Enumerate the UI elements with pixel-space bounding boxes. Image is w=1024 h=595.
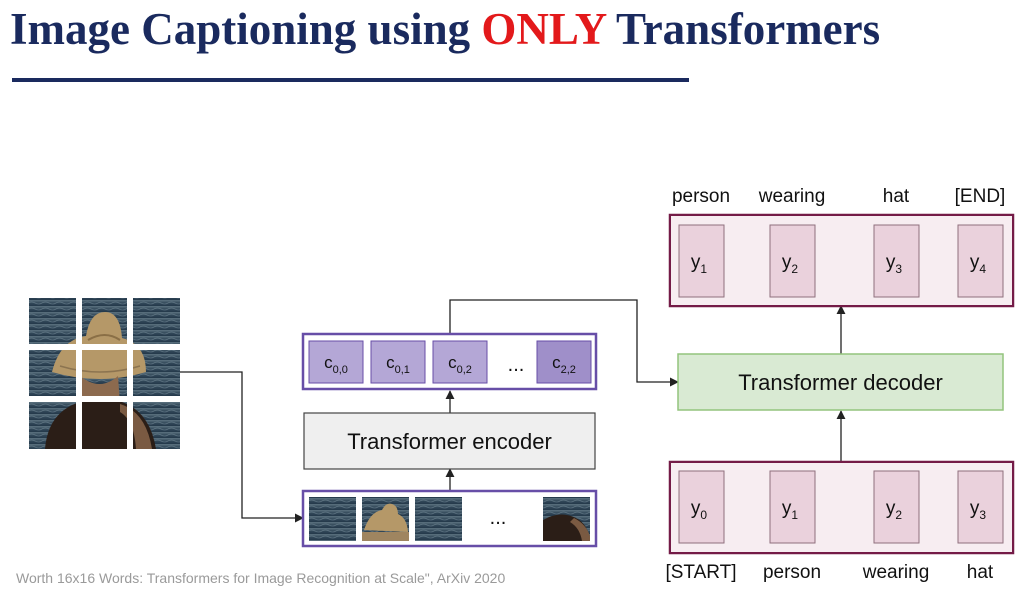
title-part-1: Image Captioning using (10, 4, 482, 54)
patch-sequence: ... (301, 489, 598, 548)
input-token-y0: y0 (678, 470, 725, 544)
context-vector-2-2: c2,2 (536, 340, 592, 384)
context-vector-0-1: c0,1 (370, 340, 426, 384)
output-word-1: wearing (758, 186, 826, 207)
output-token-y4: y4 (957, 224, 1004, 298)
output-word-0: person (672, 186, 730, 207)
input-token-y3: y3 (957, 470, 1004, 544)
output-token-y3: y3 (873, 224, 920, 298)
patch-ellipsis: ... (490, 507, 507, 529)
patch-1 (362, 497, 409, 541)
output-words: person wearing hat [END] (672, 186, 1005, 207)
title-emphasis: ONLY (481, 4, 606, 54)
title-part-2: Transformers (605, 4, 881, 54)
output-sequence: y1 y2 y3 y4 (668, 213, 1015, 308)
context-vector-0-2: c0,2 (432, 340, 488, 384)
patch-last (543, 497, 590, 541)
transformer-encoder: Transformer encoder (303, 412, 596, 470)
transformer-decoder: Transformer decoder (677, 353, 1004, 411)
input-word-3: hat (967, 562, 994, 583)
decoder-label: Transformer decoder (738, 370, 943, 395)
output-word-2: hat (883, 186, 910, 207)
context-vector-0-0: c0,0 (308, 340, 364, 384)
context-ellipsis: ... (508, 354, 525, 376)
output-token-y1: y1 (678, 224, 725, 298)
input-word-0: [START] (665, 562, 736, 583)
slide-title: Image Captioning using ONLY Transformers (10, 2, 880, 56)
patch-0 (309, 497, 356, 541)
title-underline (12, 78, 689, 82)
output-token-y2: y2 (769, 224, 816, 298)
encoder-label: Transformer encoder (347, 429, 552, 454)
input-token-y1: y1 (769, 470, 816, 544)
arrow-context-to-decoder (449, 299, 679, 387)
output-word-3: [END] (955, 186, 1006, 207)
input-token-y2: y2 (873, 470, 920, 544)
input-words: [START] person wearing hat (665, 562, 993, 583)
patch-2 (415, 497, 462, 541)
arrow-image-to-patches (180, 371, 304, 523)
citation-footer: Worth 16x16 Words: Transformers for Imag… (16, 570, 506, 586)
input-word-1: person (763, 562, 821, 583)
input-sequence: y0 y1 y2 y3 (668, 460, 1015, 555)
input-word-2: wearing (862, 562, 930, 583)
input-image (29, 298, 180, 449)
